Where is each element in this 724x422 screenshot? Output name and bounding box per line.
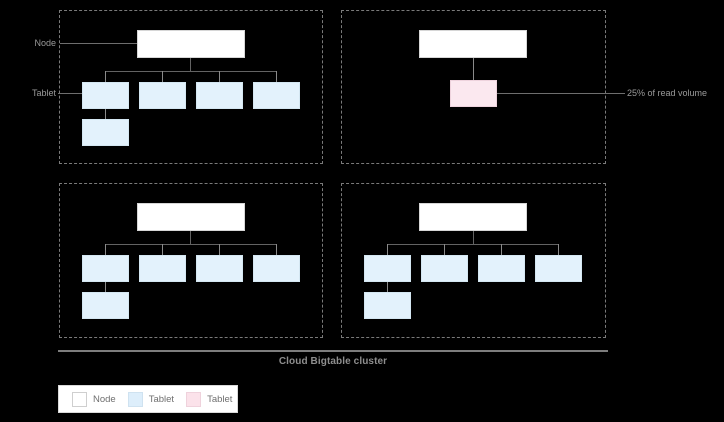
tablet-box[interactable] [364,255,411,282]
quadrant-bottom-left [59,183,323,338]
connector-drop-3 [219,71,220,82]
connector-drop-2 [162,244,163,255]
hot-tablet-box[interactable] [450,80,497,107]
quadrant-top-right [341,10,606,164]
node-callout-leader [60,43,138,44]
legend-label: Node [93,393,116,405]
legend-item-node: Node [72,391,116,407]
tablet-box[interactable] [421,255,468,282]
connector-drop-4 [276,244,277,255]
connector-bus [105,244,276,245]
tablet-box[interactable] [139,82,186,109]
connector-subdrop [387,282,388,292]
connector-node-trunk [473,231,474,244]
tablet-box[interactable] [535,255,582,282]
cluster-divider [58,350,608,352]
tablet-box[interactable] [253,255,300,282]
tablet-box[interactable] [82,119,129,146]
quadrant-top-left [59,10,323,164]
connector-drop-3 [501,244,502,255]
legend-label: Tablet [148,393,175,405]
white-square-icon [72,391,87,407]
quadrant-bottom-right [341,183,606,338]
connector-drop-3 [219,244,220,255]
hot-tablet-callout-label: 25% of read volume [627,88,708,98]
tablet-box[interactable] [82,82,129,109]
tablet-callout-label: Tablet [31,88,56,98]
tablet-box[interactable] [364,292,411,319]
tablet-box[interactable] [196,82,243,109]
connector-drop-1 [105,71,106,82]
tablet-box[interactable] [253,82,300,109]
pink-square-icon [186,391,202,407]
connector-drop-1 [105,244,106,255]
connector-subdrop [105,282,106,292]
cluster-caption: Cloud Bigtable cluster [278,356,388,367]
connector-node-trunk [190,231,191,244]
tablet-box[interactable] [478,255,525,282]
legend-item-tablet: Tablet [127,391,175,407]
light-blue-square-icon [127,391,143,407]
connector-node-trunk [473,58,474,80]
node-box[interactable] [419,203,527,231]
node-callout-label: Node [34,38,56,48]
connector-subdrop [105,109,106,119]
connector-bus [105,71,276,72]
node-box[interactable] [419,30,527,58]
hot-tablet-callout-leader [497,93,625,94]
tablet-box[interactable] [196,255,243,282]
legend-label: Tablet [207,393,233,405]
connector-bus [387,244,558,245]
legend-item-hot-tablet: Tablet [186,391,233,407]
connector-drop-1 [387,244,388,255]
connector-drop-4 [276,71,277,82]
connector-drop-2 [444,244,445,255]
node-box[interactable] [137,203,245,231]
connector-drop-2 [162,71,163,82]
tablet-box[interactable] [82,292,129,319]
connector-drop-4 [558,244,559,255]
tablet-box[interactable] [82,255,129,282]
legend: Node Tablet Tablet [58,385,238,413]
tablet-callout-leader [58,93,83,94]
node-box[interactable] [137,30,245,58]
tablet-box[interactable] [139,255,186,282]
connector-node-trunk [190,58,191,71]
